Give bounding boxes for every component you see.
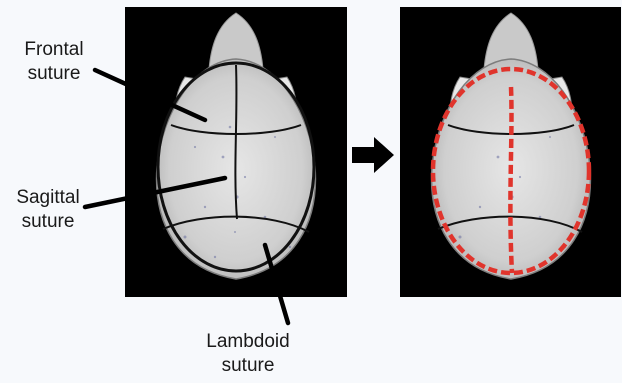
label-frontal-line1: Frontal xyxy=(6,38,102,62)
label-frontal-suture: Frontal suture xyxy=(6,38,102,86)
label-lambdoid-line1: Lambdoid xyxy=(188,330,308,354)
label-sagittal-line2: suture xyxy=(3,210,93,234)
label-lambdoid-suture: Lambdoid suture xyxy=(188,330,308,378)
label-frontal-line2: suture xyxy=(6,62,102,86)
label-sagittal-line1: Sagittal xyxy=(3,186,93,210)
label-lambdoid-line2: suture xyxy=(188,354,308,378)
label-sagittal-suture: Sagittal suture xyxy=(3,186,93,234)
